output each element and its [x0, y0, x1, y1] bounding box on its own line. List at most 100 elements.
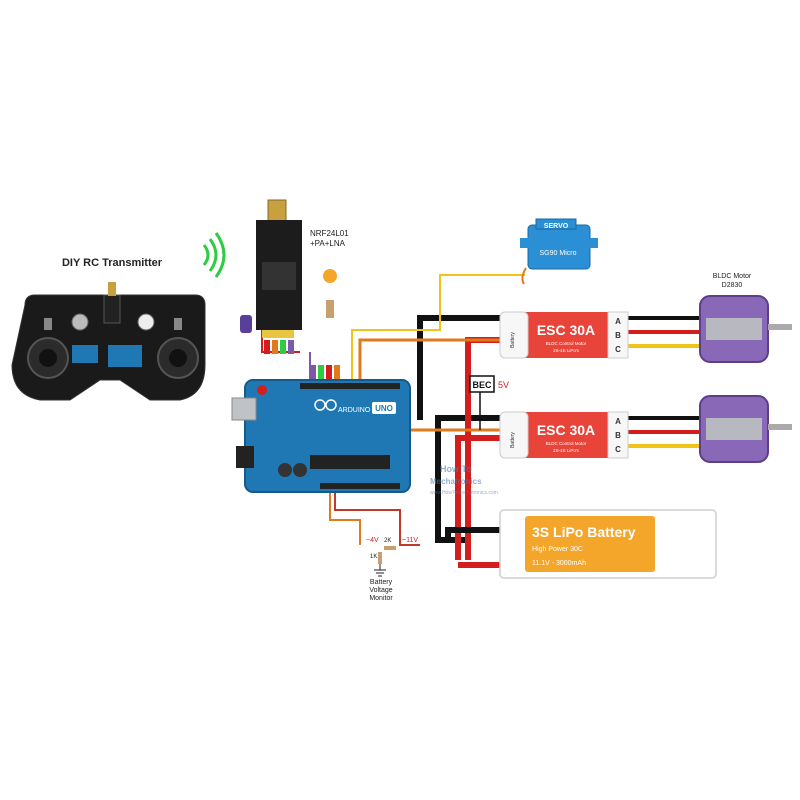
servo-brand: SERVO — [544, 223, 569, 230]
capacitor-2 — [293, 463, 307, 477]
esc-top-body — [500, 312, 628, 358]
battery-title: 3S LiPo Battery — [532, 524, 636, 540]
monitor-wire-2 — [329, 490, 361, 545]
toggle-switch-left — [44, 318, 52, 330]
arduino-board — [244, 379, 411, 493]
transmitter-antenna-module — [103, 294, 121, 324]
ground-symbol-icon — [374, 569, 386, 577]
arduino-brand: ARDUINO — [338, 407, 371, 414]
jumper-wire-1 — [264, 340, 270, 354]
wires — [261, 274, 700, 568]
nrf-label-line1: NRF24L01 — [310, 229, 349, 238]
battery-voltage-monitor: ~4V 2K ~11V 1K Battery Voltage Monitor — [366, 537, 418, 602]
esc-top-side: Battery — [510, 332, 516, 348]
joystick-right-knob — [169, 349, 187, 367]
bec-box — [469, 375, 495, 393]
signal-wire-esc-top — [358, 338, 500, 380]
sg90-servo: SERVO SG90 Micro — [520, 218, 598, 285]
resistor-r2 — [378, 552, 382, 564]
digital-header — [300, 383, 400, 389]
atmega-chip — [310, 455, 390, 469]
monitor-r1: 2K — [384, 538, 391, 544]
nrf-label-line2: +PA+LNA — [310, 239, 346, 248]
servo-top — [535, 218, 577, 230]
motor-top-shaft — [768, 324, 792, 330]
nrf-capacitor — [240, 315, 252, 333]
nrf-antenna — [267, 199, 287, 223]
esc-bottom-line1: BLDC Control Motor — [546, 441, 587, 446]
nrf-pin-header — [262, 330, 294, 338]
esc-top: Battery ESC 30A BLDC Control Motor 2S-4S… — [499, 311, 629, 359]
bldc-motor-bottom — [699, 395, 792, 463]
esc-bottom-title: ESC 30A — [537, 422, 595, 438]
lipo-battery: 3S LiPo Battery High Power 30C 11.1V - 3… — [499, 509, 717, 579]
monitor-v-low: ~4V — [366, 537, 379, 544]
servo-tab-right — [588, 238, 598, 248]
transmitter-mcu-module — [108, 345, 142, 367]
monitor-v-high: ~11V — [402, 537, 418, 544]
nrf-shield — [262, 262, 296, 290]
arduino-model: UNO — [375, 404, 393, 413]
esc-bottom-side: Battery — [510, 432, 516, 448]
watermark-line3: www.HowToMechatronics.com — [430, 490, 498, 496]
jumper-wire-4 — [288, 340, 294, 354]
power-jack — [236, 446, 254, 468]
bec-module: BEC 5V — [469, 375, 509, 393]
esc-top-line2: 2S-4S LiPo's — [553, 348, 580, 353]
esc-top-title: ESC 30A — [537, 322, 595, 338]
bec-voltage: 5V — [498, 380, 509, 390]
esc-bottom-body — [500, 412, 628, 458]
power-wire-esc-bottom — [455, 435, 500, 560]
bldc-motor-top: BLDC Motor D2830 — [699, 273, 792, 363]
battery-spec: 11.1V - 3000mAh — [532, 560, 586, 567]
signal-wire-servo — [351, 274, 525, 380]
arduino-uno-board: ARDUINO UNO — [231, 379, 411, 493]
transmitter-antenna — [108, 282, 116, 296]
servo-body — [527, 224, 591, 270]
watermark-line2: Mechatronics — [430, 477, 482, 486]
esc-bottom-battery-panel — [499, 411, 529, 459]
battery-label-panel — [525, 516, 655, 572]
esc-bottom-phase-c: C — [615, 445, 621, 454]
ceramic-capacitor — [323, 269, 337, 283]
resistor-r1 — [384, 546, 396, 550]
servo-wires — [521, 267, 527, 285]
esc-bottom-phase-a: A — [615, 417, 621, 426]
bec-label: BEC — [472, 380, 492, 390]
esc-top-line1: BLDC Control Motor — [546, 341, 587, 346]
servo-tab-left — [520, 238, 530, 248]
transmitter-title: DIY RC Transmitter — [62, 257, 163, 269]
esc-top-phase-c: C — [615, 345, 621, 354]
esc-top-phase-a: A — [615, 317, 621, 326]
esc-top-phase-b: B — [615, 331, 621, 340]
arduino-logo-icon — [314, 399, 337, 411]
potentiometer-right — [137, 313, 155, 331]
watermark: How To Mechatronics www.HowToMechatronic… — [430, 464, 498, 496]
motor-top-label-line2: D2830 — [722, 282, 743, 289]
monitor-label-line2: Voltage — [369, 587, 392, 594]
usb-port — [231, 397, 257, 421]
esc-bottom-line2: 2S-4S LiPo's — [553, 448, 580, 453]
battery-subtitle: High Power 30C — [532, 546, 583, 553]
transmitter-imu-module — [72, 345, 98, 363]
motor-bottom-shaft — [768, 424, 792, 430]
monitor-wire — [334, 490, 420, 546]
esc-bottom: Battery ESC 30A BLDC Control Motor 2S-4S… — [499, 411, 629, 459]
monitor-label-line3: Monitor — [369, 595, 393, 602]
resistor — [326, 300, 334, 318]
jumper-wire-2 — [272, 340, 278, 354]
ground-wire-battery — [445, 527, 500, 540]
header-jumpers — [310, 365, 340, 379]
esc-top-phase-panel — [607, 311, 629, 359]
joystick-left-knob — [39, 349, 57, 367]
motor-top-label-line1: BLDC Motor — [713, 273, 752, 280]
esc-bottom-phase-b: B — [615, 431, 621, 440]
uno-badge — [372, 402, 396, 414]
servo-model: SG90 Micro — [540, 250, 577, 257]
watermark-line1: How To — [440, 464, 472, 474]
esc-bottom-phase-panel — [607, 411, 629, 459]
monitor-r2: 1K — [370, 554, 377, 560]
wireless-signal-icon — [202, 232, 226, 278]
motor-bottom-band — [706, 418, 762, 440]
